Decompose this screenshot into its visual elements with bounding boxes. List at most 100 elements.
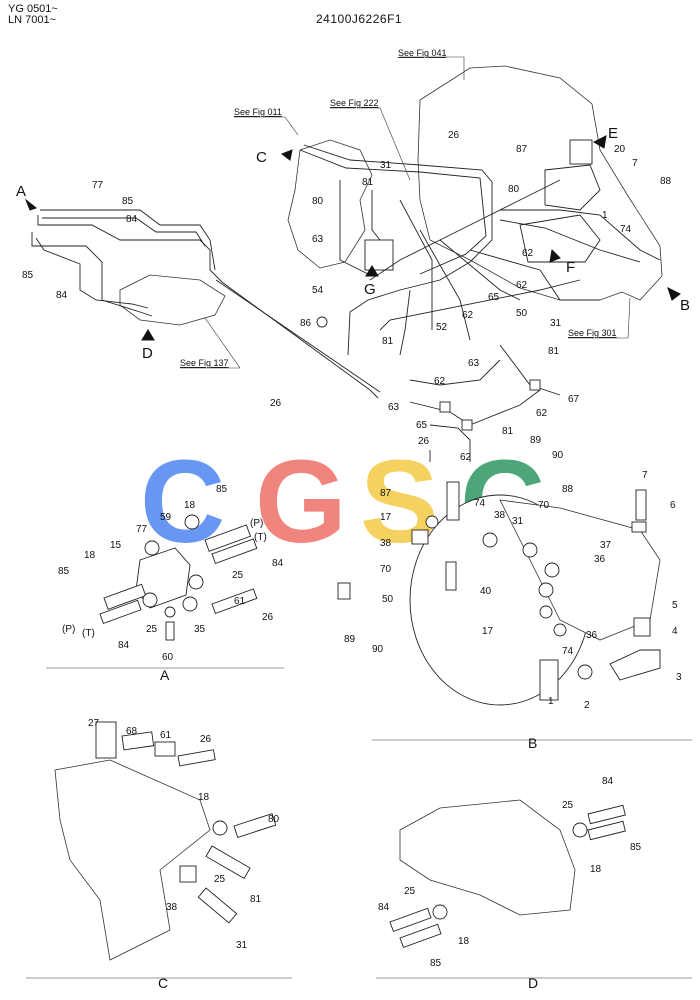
fitting-25-d-bottom [432,904,448,920]
callout-85: 85 [22,270,34,281]
callout-37: 37 [600,540,612,551]
fitting-74 [482,532,498,548]
drawing-code: 24100J6226F1 [316,12,403,26]
pipe-26-a [211,588,258,614]
callout-2: 2 [584,700,590,711]
callout-63: 63 [468,358,480,369]
callout-85: 85 [630,842,642,853]
overview-pipes [31,144,661,399]
callout-36: 36 [594,554,606,565]
arrow-c-label: C [256,149,267,166]
callout-3: 3 [676,672,682,683]
hose-31-c [197,887,238,924]
callout-88: 88 [562,484,574,495]
callout-25: 25 [232,570,244,581]
pipe-52 [399,199,433,330]
fitting-17 [425,515,439,529]
callout-36: 36 [586,630,598,641]
detail-b-drawing [337,481,692,741]
tee-fitting-3 [529,379,541,391]
callout-87: 87 [380,488,392,499]
main-housing [417,65,663,301]
tee-pipe-65 [429,424,471,441]
fitting-18-c [212,820,228,836]
callout-54: 54 [312,285,324,296]
detail-b-title: B [528,735,537,751]
callout-63: 63 [312,234,324,245]
callout-31: 31 [236,940,248,951]
callout-17: 17 [380,512,392,523]
callout-p: (P) [250,518,263,529]
ref-fig-222: See Fig 222 [330,98,379,108]
callout-t: (T) [82,628,95,639]
callout-18: 18 [184,500,196,511]
detail-a-callouts: 59 18 85 77 15 (P) (T) 84 18 25 85 61 25… [58,484,284,683]
arrow-g-label: G [364,281,376,298]
fitting-61 [182,596,198,612]
callout-26: 26 [418,436,430,447]
ref-fig-301: See Fig 301 [568,328,617,338]
coupling-68 [121,731,155,751]
ref-leader-041 [400,56,465,80]
pipe-31 [379,279,581,331]
reference-leaders [180,56,631,369]
swing-motor-blob [287,139,373,269]
callout-26: 26 [448,130,460,141]
callout-89: 89 [530,435,542,446]
detail-c-drawing [26,721,292,979]
callout-6: 6 [670,500,676,511]
arrow-b-label: B [680,297,690,314]
callout-88: 88 [660,176,672,187]
fitting-18 [184,514,200,530]
callout-85: 85 [122,196,134,207]
callout-90: 90 [552,450,564,461]
callout-17: 17 [482,626,494,637]
pipe-81-short [371,190,381,241]
arrow-a-shape [24,198,38,211]
ref-leader-011 [234,116,299,136]
callout-38: 38 [494,510,506,521]
callout-89: 89 [344,634,356,645]
sensor-7 [635,489,647,521]
hose-85-d-top [587,820,626,841]
callout-35: 35 [194,624,206,635]
arrow-f-shape [549,248,561,263]
callout-74: 74 [562,646,574,657]
callout-40: 40 [480,586,492,597]
callout-18: 18 [84,550,96,561]
pipe-85-loop [35,237,149,309]
fitting-4 [633,617,651,637]
callout-50: 50 [516,308,528,319]
callout-5: 5 [672,600,678,611]
callout-77: 77 [92,180,104,191]
hose-26-c [177,749,216,767]
callout-18: 18 [458,936,470,947]
callout-61: 61 [234,596,246,607]
direction-arrows [24,135,681,341]
callout-63: 63 [388,402,400,413]
pipe-87 [446,481,460,521]
callout-4: 4 [672,626,678,637]
callout-27: 27 [88,718,100,729]
hose-85 [103,583,147,610]
pipe-62-right [469,249,600,301]
washer-35 [164,606,176,618]
callout-84: 84 [602,776,614,787]
pipe-62-center [419,229,471,341]
control-valve-left [119,274,226,326]
pipe-77-upper [40,209,216,271]
arrow-g-shape [365,265,379,277]
detail-a-title: A [160,667,170,683]
ref-fig-041: See Fig 041 [398,48,447,58]
detail-b-callouts: 89 90 87 74 70 88 7 6 17 38 38 31 37 36 … [344,435,682,751]
callout-84: 84 [126,214,138,225]
detail-c-callouts: 27 68 61 26 18 80 25 81 38 31 C [88,718,280,991]
fitting-70 [522,542,538,558]
hose-85-d-bottom [399,923,442,948]
callout-81: 81 [502,426,514,437]
callout-26: 26 [262,612,274,623]
callout-15: 15 [110,540,122,551]
pipe-loop-inner [299,149,487,275]
callout-59: 59 [160,512,172,523]
bolt-60 [165,621,175,641]
